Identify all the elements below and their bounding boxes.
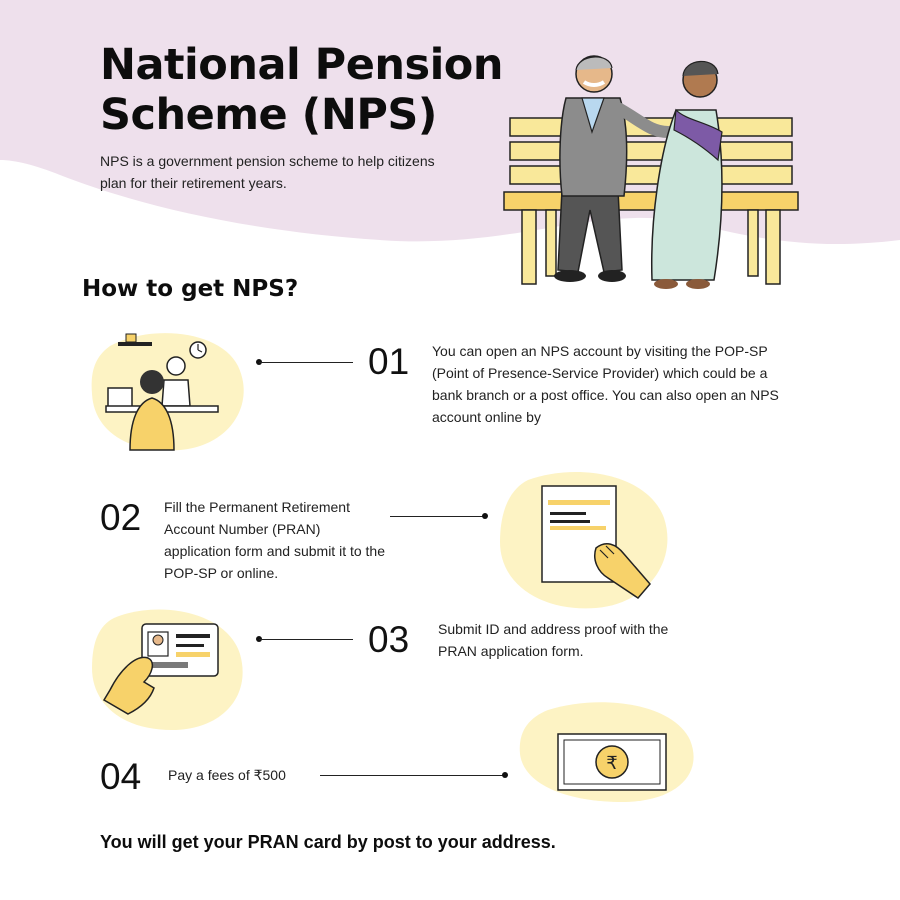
- elderly-couple-bench-illustration: [503, 55, 799, 289]
- title-line-1: National Pension: [100, 40, 503, 90]
- step-2-connector-dot: [482, 513, 488, 519]
- footer-note: You will get your PRAN card by post to y…: [100, 832, 556, 852]
- rupee-icon: ₹: [606, 753, 617, 774]
- step-4-text: Pay a fees of ₹500: [168, 767, 286, 783]
- step-2-number: 02: [100, 497, 142, 538]
- step-1-connector-line: [259, 362, 353, 363]
- id-card-hand-illustration: [92, 609, 243, 730]
- step-4-number: 04: [100, 756, 142, 797]
- section-heading: How to get NPS?: [82, 276, 299, 302]
- step-3-number: 03: [368, 619, 410, 660]
- title-line-2: Scheme (NPS): [100, 90, 437, 140]
- application-form-illustration: [500, 471, 668, 609]
- page-title: National Pension Scheme (NPS): [100, 40, 520, 140]
- step-3-connector-line: [259, 639, 353, 640]
- step-2-connector-line: [390, 516, 484, 517]
- step-4-connector-dot: [502, 772, 508, 778]
- step-2-text: Fill the Permanent Retirement Account Nu…: [164, 499, 386, 581]
- page-subtitle: NPS is a government pension scheme to he…: [100, 153, 435, 191]
- step-1-text: You can open an NPS account by visiting …: [432, 343, 779, 425]
- step-1-number: 01: [368, 341, 410, 382]
- step-3-text: Submit ID and address proof with the PRA…: [438, 621, 669, 659]
- bank-counter-illustration: [91, 333, 244, 451]
- currency-note-illustration: ₹: [519, 702, 694, 802]
- step-4-connector-line: [320, 775, 504, 776]
